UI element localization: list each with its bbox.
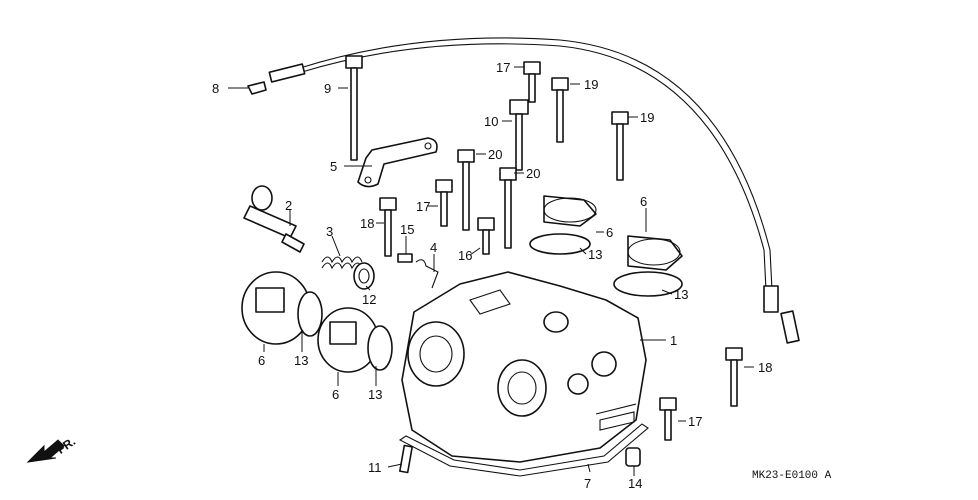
label-5: 5: [330, 159, 337, 174]
bolt-17a: [523, 61, 541, 103]
bolt-16: [477, 217, 495, 255]
label-6a: 6: [606, 225, 613, 240]
leader-lines: [228, 66, 754, 476]
label-6d: 6: [332, 387, 339, 402]
label-18a: 18: [360, 216, 374, 231]
callout-labels: 8 9 17 19 10 19 5 20 20 2 17 6 6 18 3 15…: [212, 60, 772, 491]
oring-13b: [613, 271, 683, 297]
cable-part: [247, 37, 800, 344]
seal-12: [353, 262, 375, 290]
label-6b: 6: [640, 194, 647, 209]
bolt-20b: [499, 167, 517, 249]
label-3: 3: [326, 224, 333, 239]
label-9: 9: [324, 81, 331, 96]
label-10: 10: [484, 114, 498, 129]
bolt-20a: [457, 149, 475, 231]
label-7: 7: [584, 476, 591, 491]
collar-14: [625, 447, 641, 467]
bolt-18b: [725, 347, 743, 407]
dowel-11: [399, 444, 413, 474]
label-13d: 13: [368, 387, 382, 402]
bolt-19b: [611, 111, 629, 181]
bracket-5: [357, 137, 438, 188]
label-11: 11: [368, 460, 382, 475]
label-1: 1: [670, 333, 677, 348]
label-15: 15: [400, 222, 414, 237]
diagram-code: MK23-E0100 A: [752, 470, 832, 482]
bolt-17b: [435, 179, 453, 227]
cylinder-head-cover: [401, 271, 647, 463]
label-16: 16: [458, 248, 472, 263]
cap-6c: [241, 271, 323, 345]
bolt-18a: [379, 197, 397, 257]
label-17b: 17: [416, 199, 430, 214]
label-20a: 20: [488, 147, 502, 162]
spring-3: [321, 256, 363, 270]
bolt-17c: [659, 397, 677, 441]
label-12: 12: [362, 292, 376, 307]
fr-label: FR.: [54, 434, 78, 457]
label-13b: 13: [674, 287, 688, 302]
front-direction-arrow: FR.: [26, 434, 78, 463]
label-17a: 17: [496, 60, 510, 75]
label-8: 8: [212, 81, 219, 96]
label-4: 4: [430, 240, 437, 255]
label-14: 14: [628, 476, 642, 491]
oring-13a: [529, 233, 591, 255]
clip-4: [415, 259, 439, 289]
cap-6d: [317, 307, 393, 373]
label-6c: 6: [258, 353, 265, 368]
label-18b: 18: [758, 360, 772, 375]
label-19b: 19: [640, 110, 654, 125]
bolt-9: [345, 55, 363, 161]
label-17c: 17: [688, 414, 702, 429]
label-13a: 13: [588, 247, 602, 262]
label-20b: 20: [526, 166, 540, 181]
label-2: 2: [285, 198, 292, 213]
cap-6b: [627, 235, 683, 271]
label-19a: 19: [584, 77, 598, 92]
label-13c: 13: [294, 353, 308, 368]
bolt-19a: [551, 77, 569, 143]
shaft-2: [243, 185, 305, 253]
cap-6a: [543, 195, 597, 227]
pin-15: [397, 253, 413, 263]
gasket-7: [398, 423, 649, 477]
bolt-10: [509, 99, 529, 171]
